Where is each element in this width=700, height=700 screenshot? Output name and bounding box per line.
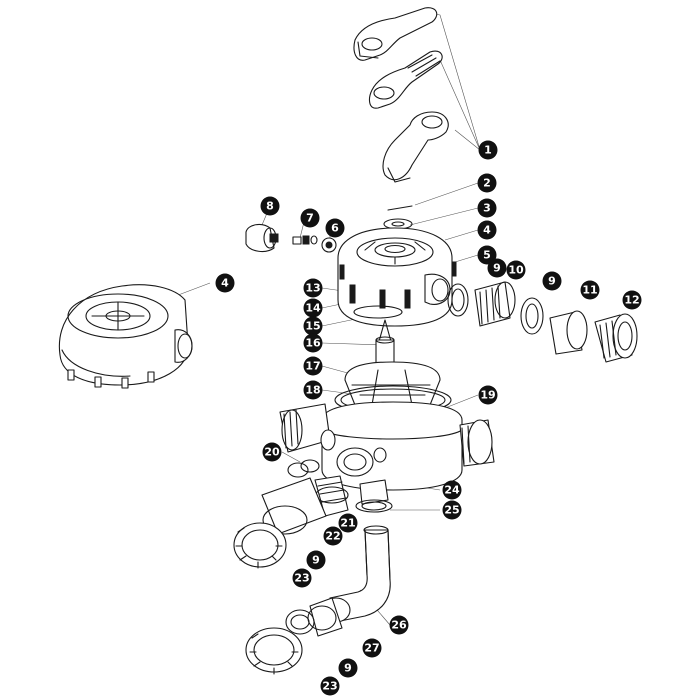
callout-9-upper-label: 9 — [493, 262, 501, 275]
callout-4-left-label: 4 — [221, 277, 229, 290]
cover-bolts — [339, 261, 457, 309]
callout-2-label: 2 — [483, 177, 491, 190]
callout-4-top: 4 — [477, 220, 497, 240]
callout-9-right: 9 — [542, 271, 562, 291]
callout-3-label: 3 — [483, 202, 491, 215]
internal-components — [334, 305, 452, 415]
callout-15: 15 — [303, 316, 323, 336]
callout-23-upper: 23 — [292, 568, 312, 588]
callout-9-lower-label: 9 — [344, 662, 352, 675]
callout-4-top-label: 4 — [483, 224, 491, 237]
callout-8: 8 — [260, 196, 280, 216]
callout-12: 12 — [622, 290, 642, 310]
lower-union-set — [245, 597, 351, 675]
callout-15-label: 15 — [305, 320, 320, 333]
right-union-set — [447, 281, 638, 363]
callout-18-label: 18 — [305, 384, 320, 397]
callout-5: 5 — [477, 245, 497, 265]
callout-16: 16 — [303, 333, 323, 353]
handle-parts — [353, 7, 449, 183]
callout-11-label: 11 — [582, 284, 597, 297]
callout-1: 1 — [478, 140, 498, 160]
callout-4-left: 4 — [215, 273, 235, 293]
callout-26: 26 — [389, 615, 409, 635]
gauge-fittings — [245, 223, 337, 253]
callout-23-lower-label: 23 — [322, 680, 337, 693]
callout-2: 2 — [477, 173, 497, 193]
callout-19: 19 — [478, 385, 498, 405]
callout-21: 21 — [338, 513, 358, 533]
valve-cover-large — [58, 284, 193, 389]
callout-14-label: 14 — [305, 302, 321, 315]
callout-25: 25 — [442, 500, 462, 520]
callout-7-label: 7 — [306, 212, 314, 225]
callout-17: 17 — [303, 356, 323, 376]
callout-24: 24 — [442, 480, 462, 500]
callout-22: 22 — [323, 526, 343, 546]
callout-13-label: 13 — [305, 282, 320, 295]
callout-13: 13 — [303, 278, 323, 298]
callout-24-label: 24 — [444, 484, 460, 497]
callout-18: 18 — [303, 380, 323, 400]
callout-1-label: 1 — [484, 144, 492, 157]
callout-10-label: 10 — [508, 264, 524, 277]
left-union-set — [233, 459, 349, 569]
callout-9-left: 9 — [306, 550, 326, 570]
callout-22-label: 22 — [325, 530, 340, 543]
callout-21-label: 21 — [340, 517, 355, 530]
callout-26-label: 26 — [391, 619, 407, 632]
callout-10: 10 — [506, 260, 526, 280]
callout-27-label: 27 — [364, 642, 379, 655]
callout-11: 11 — [580, 280, 600, 300]
pin-and-washer — [383, 205, 413, 230]
callout-7: 7 — [300, 208, 320, 228]
callout-9-right-label: 9 — [548, 275, 556, 288]
callout-17-label: 17 — [305, 360, 320, 373]
callout-3: 3 — [477, 198, 497, 218]
valve-cover — [337, 227, 453, 327]
callout-5-label: 5 — [483, 249, 491, 262]
callout-27: 27 — [362, 638, 382, 658]
callout-8-label: 8 — [266, 200, 274, 213]
callout-19-label: 19 — [480, 389, 495, 402]
callout-9-left-label: 9 — [312, 554, 320, 567]
valve-body — [279, 401, 495, 513]
callout-6: 6 — [325, 218, 345, 238]
callout-23-upper-label: 23 — [294, 572, 309, 585]
callout-20: 20 — [262, 442, 282, 462]
callout-20-label: 20 — [264, 446, 280, 459]
callout-9-upper: 9 — [487, 258, 507, 278]
callout-6-label: 6 — [331, 222, 339, 235]
callout-25-label: 25 — [444, 504, 459, 517]
callout-12-label: 12 — [624, 294, 639, 307]
callout-16-label: 16 — [305, 337, 321, 350]
elbow-pipe — [329, 525, 391, 623]
callout-9-lower: 9 — [338, 658, 358, 678]
callout-14: 14 — [303, 298, 323, 318]
callout-23-lower: 23 — [320, 676, 340, 696]
